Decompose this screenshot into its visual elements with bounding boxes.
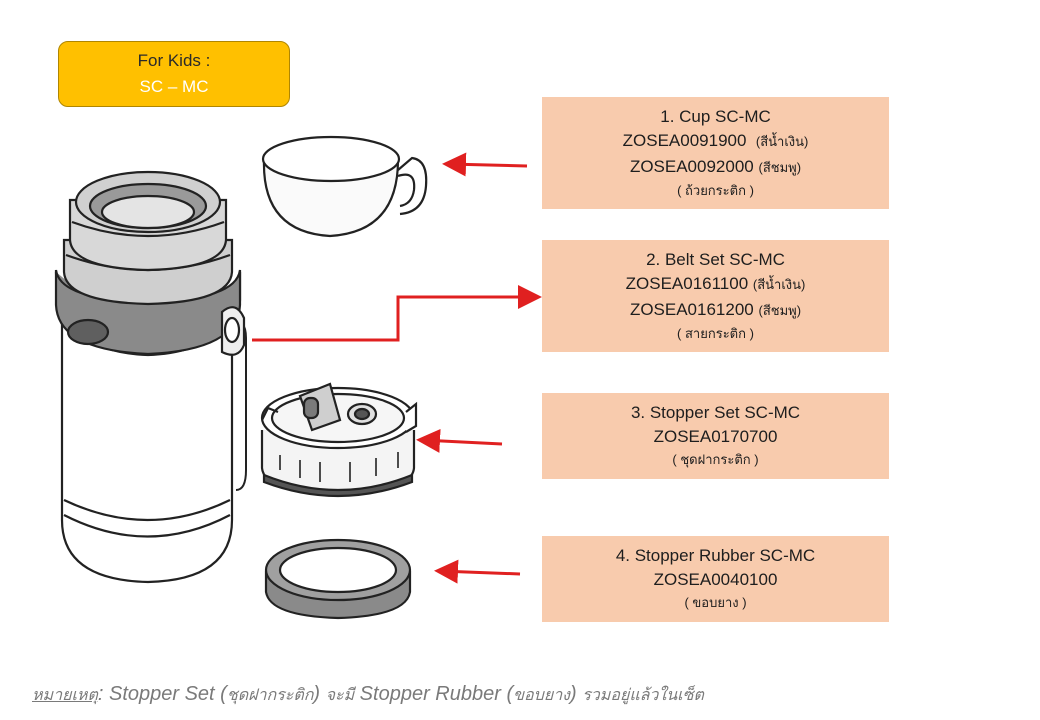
rubber-ring-drawing <box>264 538 412 620</box>
note-text: รวมอยู่แล้วในเซ็ต <box>582 687 704 704</box>
part-color: (สีน้ำเงิน) <box>755 133 809 149</box>
product-badge: For Kids : SC – MC <box>58 41 290 107</box>
note-text: Stopper Rubber ( <box>354 683 514 705</box>
stopper-arrow <box>416 428 503 453</box>
note-text: จะมี <box>325 687 355 704</box>
note-text: ) <box>569 683 583 705</box>
part-thai-name: ( ถ้วยกระติก ) <box>677 182 754 198</box>
note-text: ชุดฝากระติก <box>226 687 314 704</box>
stopper-drawing <box>260 382 418 498</box>
note-text: : Stopper Set ( <box>97 683 227 705</box>
bottle-drawing <box>54 170 247 584</box>
cup-arrow <box>442 152 528 177</box>
part-code: ZOSEA0161200 <box>629 299 754 319</box>
part-color: (สีน้ำเงิน) <box>752 276 806 292</box>
note-text: ขอบยาง <box>513 687 570 704</box>
part-thai-name: ( สายกระติก ) <box>677 325 754 341</box>
part-box-stopper: 3. Stopper Set SC-MC ZOSEA0170700 ( ชุดฝ… <box>542 393 889 479</box>
part-title: 3. Stopper Set SC-MC <box>630 403 801 422</box>
part-code: ZOSEA0092000 <box>629 156 754 176</box>
footnote: หมายเหตุ: Stopper Set (ชุดฝากระติก) จะมี… <box>32 683 704 708</box>
part-box-rubber: 4. Stopper Rubber SC-MC ZOSEA0040100 ( ข… <box>542 536 889 622</box>
part-box-belt: 2. Belt Set SC-MC ZOSEA0161100 (สีน้ำเงิ… <box>542 240 889 352</box>
note-text: ) <box>313 683 326 705</box>
badge-title: For Kids : <box>137 51 211 70</box>
part-box-cup: 1. Cup SC-MC ZOSEA0091900 (สีน้ำเงิน) ZO… <box>542 97 889 209</box>
badge-model: SC – MC <box>139 77 209 96</box>
part-title: 1. Cup SC-MC <box>660 106 771 126</box>
belt-arrow <box>252 285 542 342</box>
part-code: ZOSEA0161100 <box>625 273 749 293</box>
part-thai-name: ( ขอบยาง ) <box>684 595 747 610</box>
part-color: (สีชมพู) <box>758 302 802 318</box>
note-label: หมายเหตุ <box>32 687 98 704</box>
part-code: ZOSEA0170700 <box>653 427 778 446</box>
part-thai-name: ( ชุดฝากระติก ) <box>672 452 759 467</box>
rubber-arrow <box>434 559 521 584</box>
part-color: (สีชมพู) <box>758 159 802 175</box>
part-title: 2. Belt Set SC-MC <box>646 249 785 269</box>
part-code: ZOSEA0091900 <box>622 130 747 150</box>
part-title: 4. Stopper Rubber SC-MC <box>615 546 816 565</box>
cup-drawing <box>261 135 428 238</box>
part-code: ZOSEA0040100 <box>653 570 778 589</box>
